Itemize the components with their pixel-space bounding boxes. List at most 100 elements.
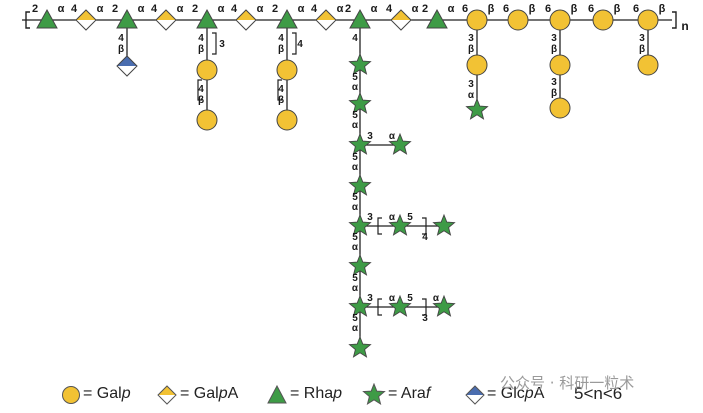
monosaccharide-symbols bbox=[36, 8, 659, 358]
galp-symbol bbox=[637, 9, 659, 31]
legend-araf: = Araf bbox=[388, 385, 431, 402]
linkage-pos: 2 bbox=[345, 3, 351, 15]
linkage-label: α bbox=[352, 283, 359, 294]
linkage-label: β bbox=[198, 95, 204, 106]
linkage-anomer: α bbox=[218, 3, 225, 15]
galpa-symbol bbox=[75, 9, 97, 31]
branch-bracket bbox=[212, 32, 217, 55]
linkage-label: 4 bbox=[278, 33, 284, 44]
araf-symbol bbox=[348, 213, 372, 236]
galpa-symbol bbox=[315, 9, 337, 31]
araf-icon bbox=[362, 383, 386, 405]
linkage-label: 3 bbox=[551, 33, 557, 44]
repeat-close-bracket bbox=[672, 11, 677, 29]
linkage-anomer: α bbox=[337, 3, 344, 15]
linkage-label: 3 bbox=[367, 293, 373, 304]
repeat-subscript: n bbox=[681, 19, 688, 33]
linkage-label: 4 bbox=[198, 33, 204, 44]
linkage-pos: 2 bbox=[422, 3, 428, 15]
linkage-label: β bbox=[198, 44, 204, 55]
galp-symbol bbox=[549, 9, 571, 31]
linkage-label: β bbox=[551, 44, 557, 55]
sidechain-bracket bbox=[377, 298, 382, 316]
linkage-label: 5 bbox=[352, 273, 358, 284]
linkage-label: 5 bbox=[407, 212, 413, 223]
sidechain-bracket bbox=[422, 298, 427, 316]
n-condition: 5<n<6 bbox=[574, 384, 623, 403]
rhap-symbol bbox=[349, 8, 371, 29]
linkage-label: α bbox=[433, 293, 440, 304]
glcpa-symbol bbox=[116, 55, 138, 77]
rhap-symbol bbox=[426, 8, 448, 29]
linkage-pos: 2 bbox=[192, 3, 198, 15]
linkage-pos: 2 bbox=[112, 3, 118, 15]
branch-bracket bbox=[197, 79, 202, 101]
linkage-pos: 4 bbox=[311, 3, 318, 15]
linkage-label: 4 bbox=[198, 84, 204, 95]
linkage-pos: 4 bbox=[151, 3, 158, 15]
linkage-label: 5 bbox=[352, 110, 358, 121]
galp-icon bbox=[62, 386, 80, 404]
linkage-pos: 2 bbox=[32, 3, 38, 15]
linkage-pos: 2 bbox=[272, 3, 278, 15]
araf-symbol bbox=[348, 294, 372, 317]
araf-symbol bbox=[432, 213, 456, 236]
linkage-label: 4 bbox=[352, 33, 358, 44]
linkage-label: 5 bbox=[352, 313, 358, 324]
rhap-symbol bbox=[36, 8, 58, 29]
linkage-label: 4 bbox=[297, 39, 303, 50]
araf-symbol bbox=[388, 132, 412, 155]
linkage-label: α bbox=[389, 212, 396, 223]
linkage-anomer: β bbox=[659, 3, 666, 15]
araf-symbol bbox=[465, 97, 489, 120]
linkage-label: 3 bbox=[219, 39, 225, 50]
galp-symbol bbox=[549, 54, 571, 76]
linkage-label: β bbox=[278, 95, 284, 106]
linkage-label: 3 bbox=[367, 212, 373, 223]
linkage-label: 3 bbox=[639, 33, 645, 44]
araf-symbol bbox=[348, 52, 372, 75]
sidechain-bracket bbox=[422, 217, 427, 235]
linkage-anomer: β bbox=[571, 3, 578, 15]
araf-symbol bbox=[348, 91, 372, 114]
galp-symbol bbox=[276, 109, 298, 131]
linkage-pos: 6 bbox=[545, 3, 551, 15]
watermark: 公众号 · 科研一粒术 bbox=[500, 374, 635, 392]
linkage-anomer: α bbox=[371, 3, 378, 15]
linkage-label: α bbox=[352, 323, 359, 334]
glcpa-icon bbox=[465, 385, 485, 405]
linkage-anomer: β bbox=[614, 3, 621, 15]
linkage-label: 3 bbox=[367, 131, 373, 142]
linkage-anomer: α bbox=[58, 3, 65, 15]
linkage-anomer: α bbox=[448, 3, 455, 15]
linkage-label: β bbox=[551, 88, 557, 99]
rhap-symbol bbox=[196, 8, 218, 29]
araf-symbol bbox=[432, 294, 456, 317]
linkage-label: 3 bbox=[551, 77, 557, 88]
linkage-label: β bbox=[278, 44, 284, 55]
linkage-label: 3 bbox=[468, 33, 474, 44]
araf-symbol bbox=[388, 213, 412, 236]
galp-symbol bbox=[276, 59, 298, 81]
linkage-label: 5 bbox=[352, 232, 358, 243]
linkage-label: α bbox=[468, 90, 475, 101]
araf-symbol bbox=[348, 253, 372, 276]
linkage-label: 5 bbox=[352, 192, 358, 203]
linkage-label: α bbox=[389, 293, 396, 304]
linkage-label: 3 bbox=[468, 79, 474, 90]
linkage-label: β bbox=[639, 44, 645, 55]
rhap-symbol bbox=[276, 8, 298, 29]
galp-symbol bbox=[592, 9, 614, 31]
linkage-anomer: α bbox=[177, 3, 184, 15]
linkage-label: 5 bbox=[352, 152, 358, 163]
galpa-symbol bbox=[235, 9, 257, 31]
linkage-pos: 6 bbox=[462, 3, 468, 15]
linkage-pos: 4 bbox=[386, 3, 393, 15]
linkage-label: α bbox=[389, 131, 396, 142]
legend-galp: = Galp bbox=[83, 385, 131, 402]
galp-symbol bbox=[466, 54, 488, 76]
linkage-pos: 4 bbox=[231, 3, 238, 15]
linkage-label: β bbox=[118, 44, 124, 55]
repeat-brackets bbox=[25, 11, 677, 316]
linkage-label: 4 bbox=[118, 33, 124, 44]
